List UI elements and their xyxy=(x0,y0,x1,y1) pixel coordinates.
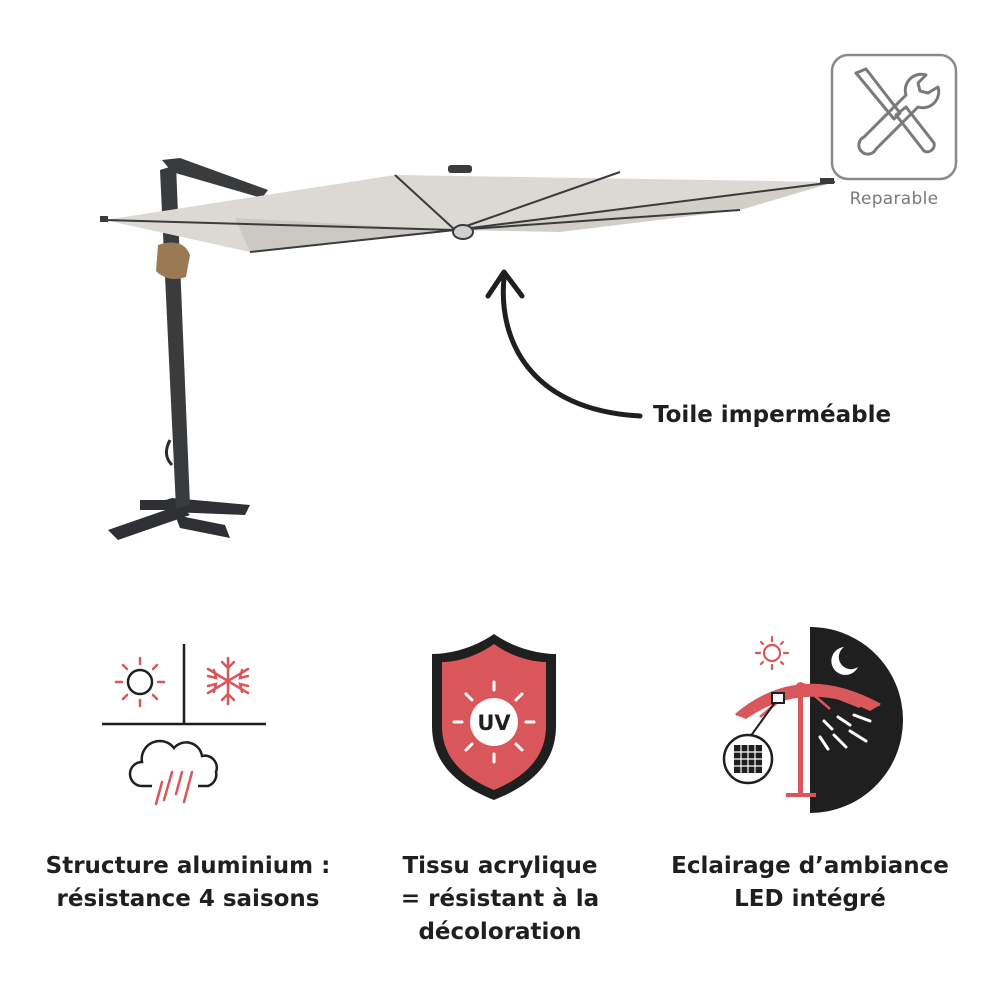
svg-text:UV: UV xyxy=(477,711,511,735)
feature-lighting-caption: Eclairage d’ambiance LED intégré xyxy=(660,850,960,916)
weather-seasons-icon xyxy=(102,644,266,806)
reparable-badge xyxy=(830,53,958,213)
sun-icon xyxy=(114,656,166,708)
reparable-label: Reparable xyxy=(849,189,939,209)
snowflake-icon xyxy=(206,656,250,706)
feature-fabric-line: Tissu acrylique xyxy=(402,853,598,879)
parasol-image xyxy=(100,158,836,540)
feature-fabric-line: décoloration xyxy=(418,919,582,945)
feature-lighting-line: Eclairage d’ambiance xyxy=(671,853,949,879)
feature-structure-line: résistance 4 saisons xyxy=(56,886,320,912)
callout-arrow-icon xyxy=(485,269,643,419)
uv-shield-icon: UV xyxy=(432,634,556,800)
feature-fabric-caption: Tissu acrylique = résistant à la décolor… xyxy=(350,850,650,949)
wrench-screwdriver-icon xyxy=(830,53,958,181)
feature-structure-caption: Structure aluminium : résistance 4 saiso… xyxy=(38,850,338,916)
feature-fabric-line: = résistant à la xyxy=(400,886,600,912)
rain-cloud-icon xyxy=(128,739,219,806)
feature-lighting-line: LED intégré xyxy=(734,886,886,912)
feature-structure-line: Structure aluminium : xyxy=(45,853,331,879)
small-sun-icon xyxy=(754,635,790,671)
solar-led-parasol-icon xyxy=(722,627,903,813)
waterproof-canvas-label: Toile imperméable xyxy=(653,402,892,428)
solar-panel-icon xyxy=(734,745,762,773)
